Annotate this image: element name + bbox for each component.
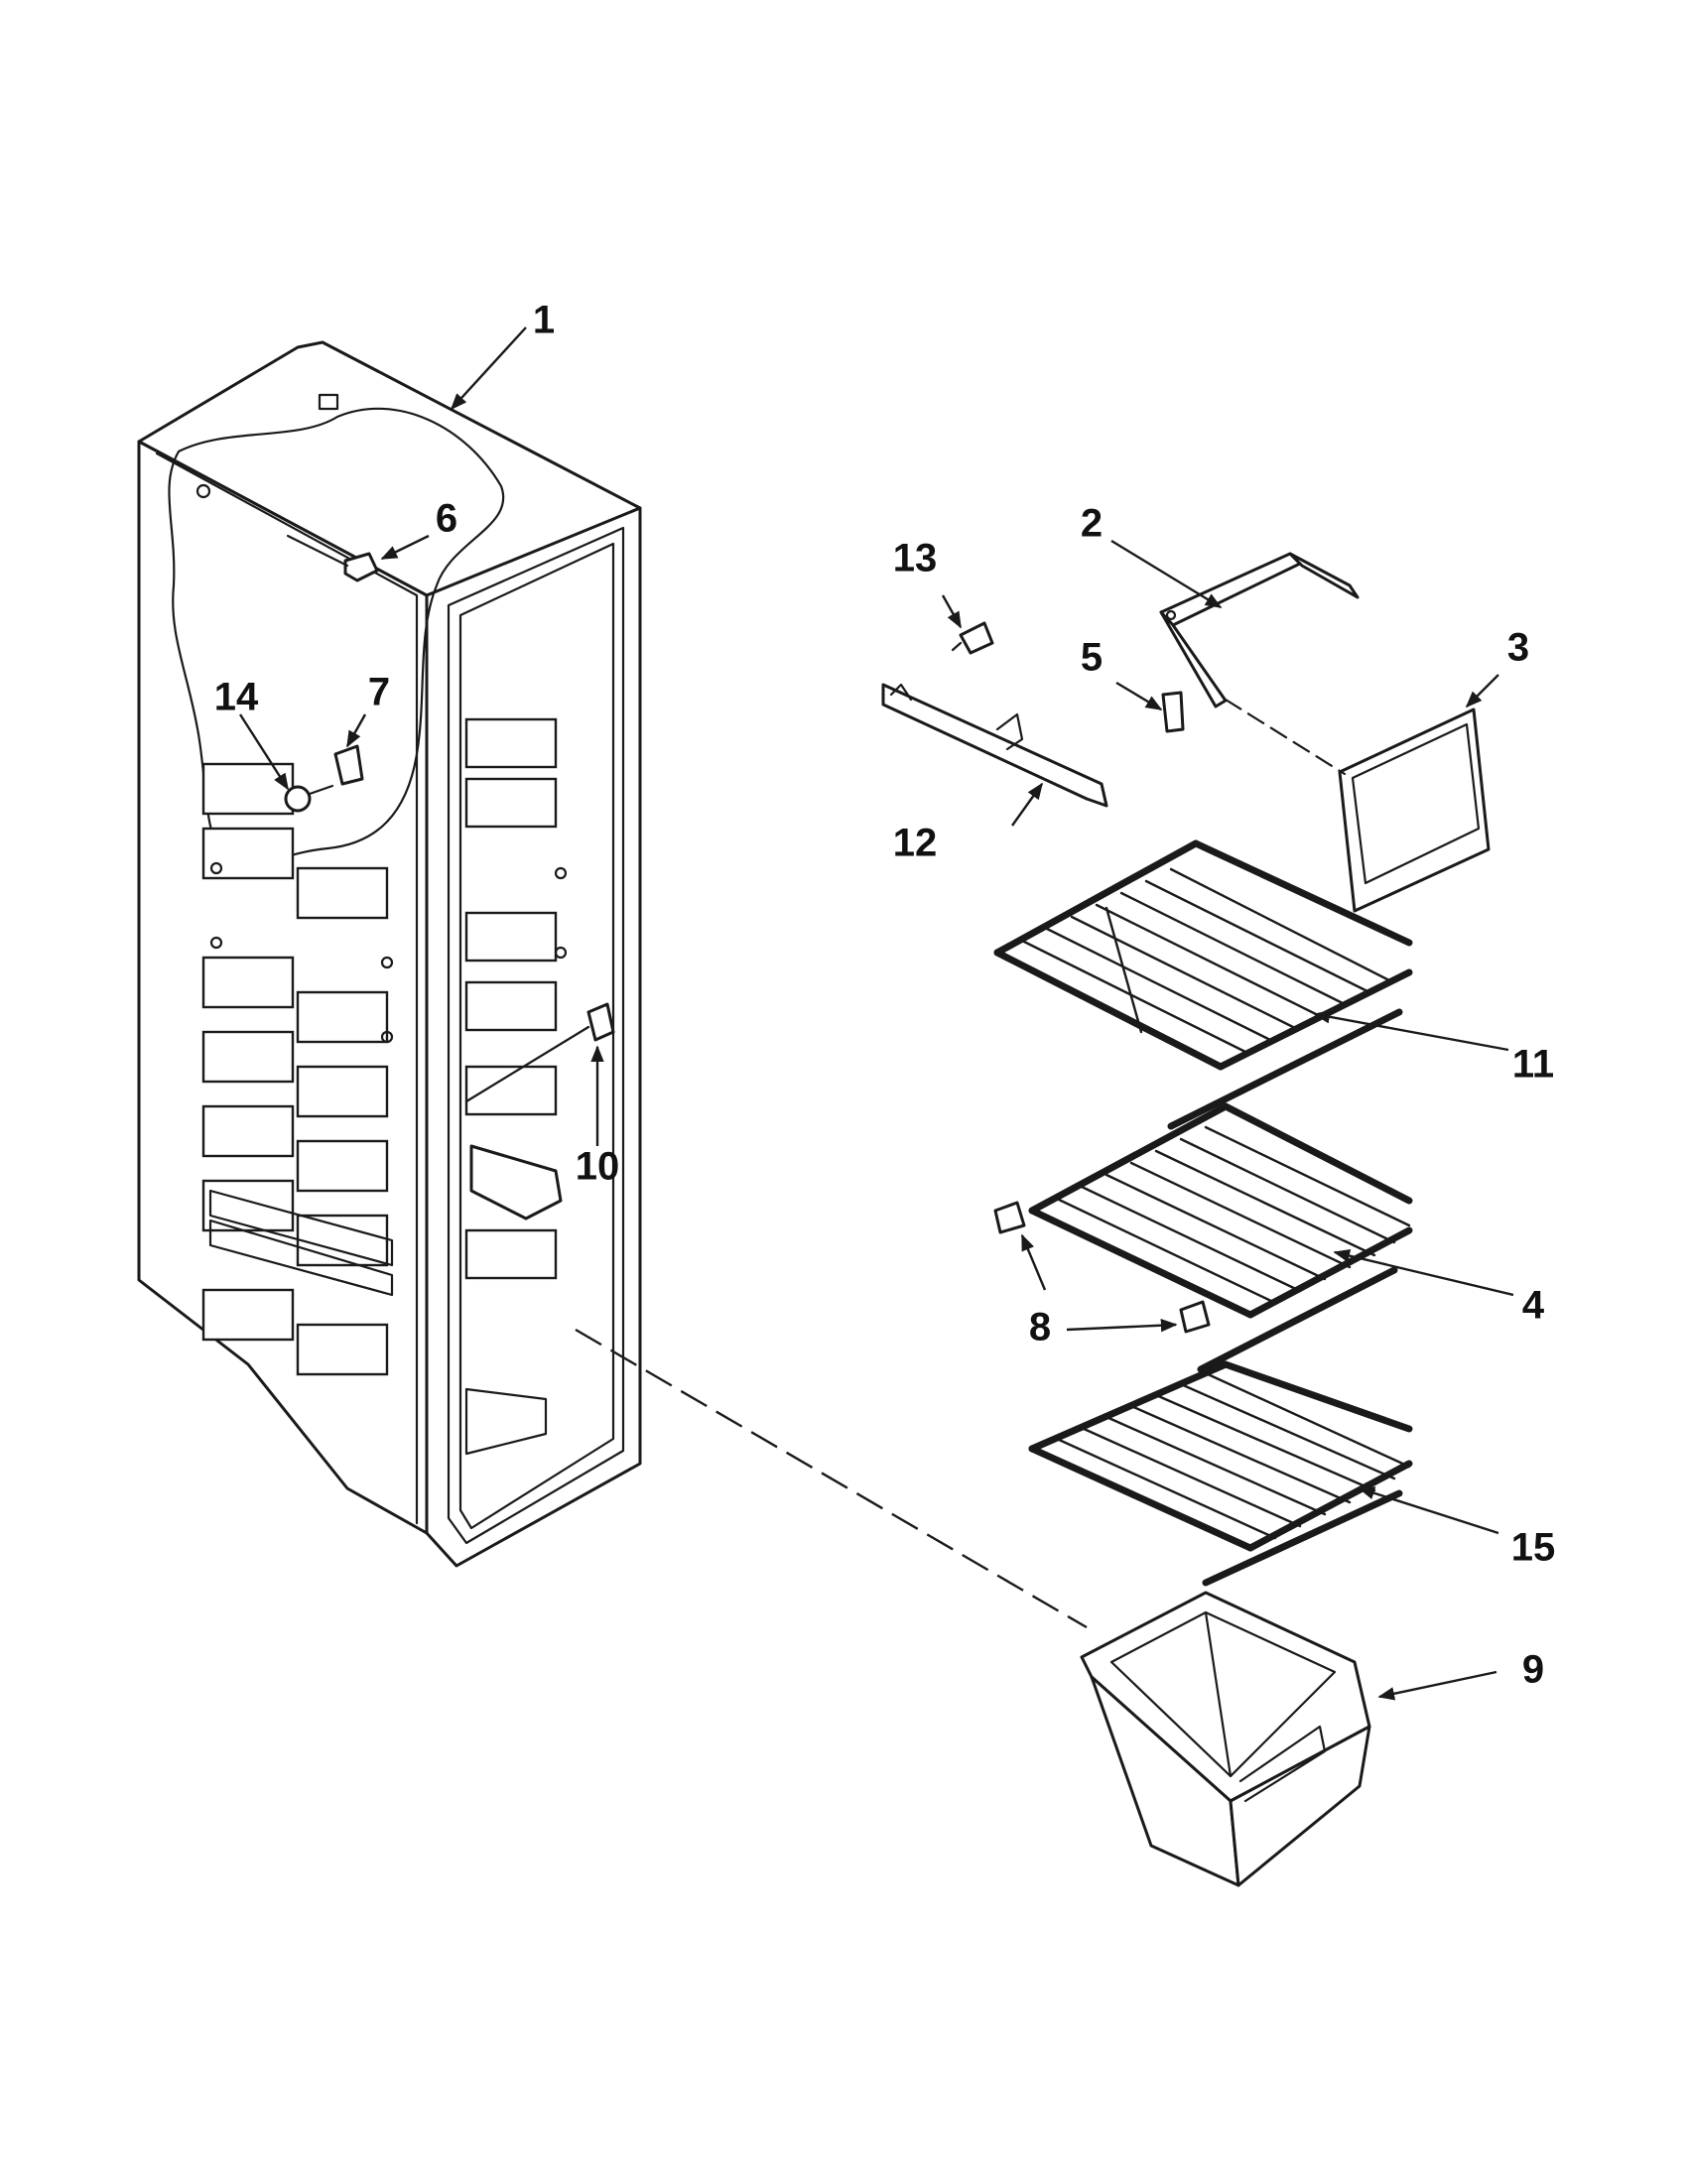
callout-5: 5 [1081,636,1103,680]
callout-2: 2 [1081,502,1103,546]
projection-line [575,1328,1088,1629]
part-2-support [1159,552,1360,708]
part-15-shelf [1028,1360,1413,1587]
callout-13: 13 [893,537,938,580]
callout-15: 15 [1511,1526,1556,1570]
callout-12: 12 [893,822,938,865]
part-4-shelf [1028,1102,1413,1373]
callout-8: 8 [1029,1306,1051,1349]
part-11-shelf [993,839,1413,1130]
callout-6: 6 [436,497,457,541]
callout-11: 11 [1512,1043,1554,1087]
callout-1: 1 [533,299,555,342]
callout-3: 3 [1507,626,1529,670]
part-7-bracket [333,744,364,786]
part-3-cover [1224,698,1491,913]
part-14-screw [284,784,334,813]
callout-4: 4 [1522,1284,1545,1328]
callout-9: 9 [1522,1648,1544,1692]
callout-10: 10 [576,1145,620,1189]
part-6-clip [286,534,379,582]
part-12-bracket [881,683,1108,808]
part-8-studs [993,1201,1211,1334]
part-13-screw [951,621,994,655]
freezer-liner [137,340,642,1568]
part-10-sensor [464,1002,615,1103]
part-9-pan [1080,1591,1371,1887]
callout-7: 7 [368,671,390,714]
leader-lines [238,326,1514,1701]
callout-14: 14 [214,676,259,719]
part-5-screw [1161,691,1185,733]
